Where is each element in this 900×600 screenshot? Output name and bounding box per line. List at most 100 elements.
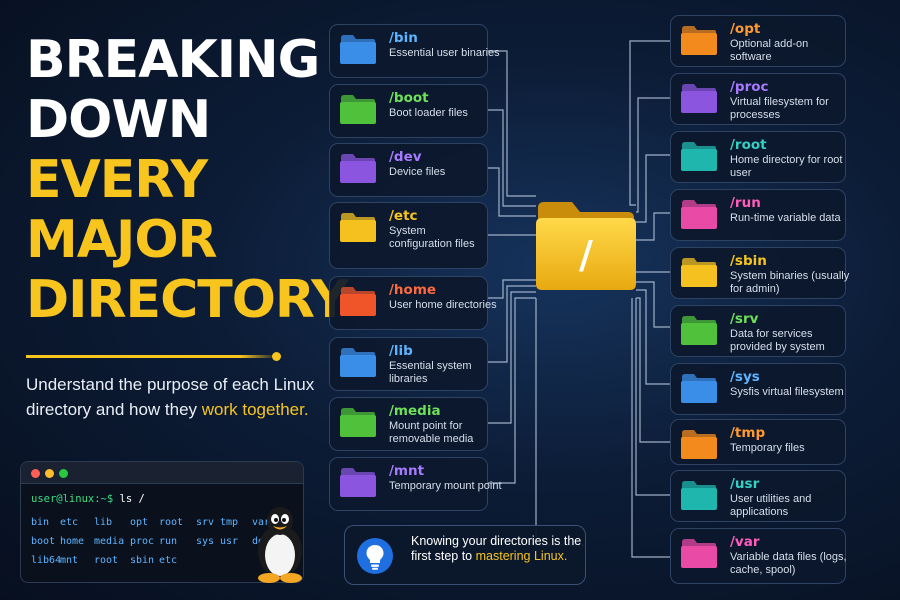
terminal-prompt: user@linux:~$ ls / bbox=[31, 493, 145, 505]
terminal-entry: boot bbox=[31, 536, 56, 547]
directory-name: /srv bbox=[730, 311, 759, 327]
directory-name: /home bbox=[389, 282, 437, 298]
terminal-entry: etc bbox=[60, 517, 79, 528]
title-divider bbox=[26, 355, 278, 358]
headline-line-1: BREAKING bbox=[26, 30, 320, 90]
terminal-entry: home bbox=[60, 536, 85, 547]
directory-description: Data for services provided by system bbox=[730, 328, 825, 353]
terminal-entry: srv bbox=[196, 517, 215, 528]
directory-description: Variable data files (logs, cache, spool) bbox=[730, 551, 847, 576]
directory-description: User home directories bbox=[389, 299, 497, 311]
tip-box: Knowing your directories is the first st… bbox=[344, 525, 586, 585]
folder-icon bbox=[340, 408, 376, 437]
directory-description: Virtual filesystem for processes bbox=[730, 96, 829, 121]
folder-icon bbox=[681, 200, 717, 229]
subtitle: Understand the purpose of each Linux dir… bbox=[26, 372, 316, 422]
directory-name: /usr bbox=[730, 476, 760, 492]
directory-name: /var bbox=[730, 534, 760, 550]
subtitle-text: Understand the purpose of each Linux dir… bbox=[26, 375, 315, 419]
prompt-user: user@linux:~$ bbox=[31, 493, 114, 505]
subtitle-highlight: work together. bbox=[201, 400, 309, 419]
headline-line-2: DOWN bbox=[26, 90, 211, 150]
folder-icon bbox=[681, 84, 717, 113]
headline-line-4: MAJOR bbox=[26, 210, 218, 270]
headline-line-5: DIRECTORY bbox=[26, 270, 349, 330]
directory-name: /tmp bbox=[730, 425, 766, 441]
directory-description: Mount point for removable media bbox=[389, 420, 474, 445]
directory-description: Optional add-on software bbox=[730, 38, 809, 63]
directory-description: Temporary files bbox=[730, 442, 805, 454]
terminal-entry: sbin bbox=[130, 555, 155, 566]
terminal-entry: sys bbox=[196, 536, 215, 547]
folder-icon bbox=[340, 35, 376, 64]
directory-name: /opt bbox=[730, 21, 761, 37]
directory-description: User utilities and applications bbox=[730, 493, 812, 518]
tip-text: Knowing your directories is the first st… bbox=[411, 534, 583, 564]
directory-name: /run bbox=[730, 195, 761, 211]
title-divider-dot bbox=[272, 352, 281, 361]
folder-icon bbox=[340, 468, 376, 497]
terminal-entry: usr bbox=[220, 536, 239, 547]
folder-icon bbox=[681, 142, 717, 171]
folder-icon bbox=[340, 154, 376, 183]
tip-highlight: mastering Linux. bbox=[475, 549, 568, 563]
terminal-entry: opt bbox=[130, 517, 149, 528]
directory-name: /mnt bbox=[389, 463, 425, 479]
terminal-entry: proc bbox=[130, 536, 155, 547]
tip-main: Knowing your directories is the first st… bbox=[411, 534, 582, 563]
directory-name: /dev bbox=[389, 149, 422, 165]
root-slash-label: / bbox=[579, 233, 593, 277]
directory-name: /lib bbox=[389, 343, 413, 359]
directory-description: Boot loader files bbox=[389, 107, 468, 119]
maximize-dot-icon bbox=[59, 469, 68, 478]
terminal-entry: mnt bbox=[60, 555, 79, 566]
directory-name: /sys bbox=[730, 369, 760, 385]
directory-name: /proc bbox=[730, 79, 769, 95]
terminal-entry: etc bbox=[159, 555, 178, 566]
terminal-entry: root bbox=[94, 555, 119, 566]
folder-icon bbox=[681, 539, 717, 568]
lightbulb-icon bbox=[357, 538, 393, 574]
directory-name: /root bbox=[730, 137, 767, 153]
directory-description: Device files bbox=[389, 166, 446, 178]
terminal-entry: run bbox=[159, 536, 178, 547]
directory-name: /etc bbox=[389, 208, 418, 224]
folder-icon bbox=[340, 287, 376, 316]
folder-icon bbox=[340, 95, 376, 124]
folder-icon bbox=[681, 258, 717, 287]
directory-description: Essential system libraries bbox=[389, 360, 472, 385]
directory-name: /media bbox=[389, 403, 441, 419]
directory-description: Home directory for root user bbox=[730, 154, 843, 179]
folder-icon bbox=[681, 26, 717, 55]
directory-description: Run-time variable data bbox=[730, 212, 841, 224]
headline: BREAKING DOWN EVERY MAJOR DIRECTORY bbox=[26, 30, 349, 330]
terminal-entry: var bbox=[252, 517, 271, 528]
directory-name: /bin bbox=[389, 30, 418, 46]
terminal-entry: root bbox=[159, 517, 184, 528]
folder-icon bbox=[340, 348, 376, 377]
prompt-command: ls / bbox=[113, 493, 145, 505]
minimize-dot-icon bbox=[45, 469, 54, 478]
root-folder-icon: / bbox=[536, 202, 636, 290]
directory-description: Essential user binaries bbox=[389, 47, 500, 59]
folder-icon bbox=[681, 374, 717, 403]
terminal-titlebar bbox=[21, 462, 303, 484]
folder-icon bbox=[681, 430, 717, 459]
close-dot-icon bbox=[31, 469, 40, 478]
folder-icon bbox=[681, 316, 717, 345]
directory-description: System binaries (usually for admin) bbox=[730, 270, 850, 295]
tux-penguin-icon bbox=[258, 507, 302, 583]
